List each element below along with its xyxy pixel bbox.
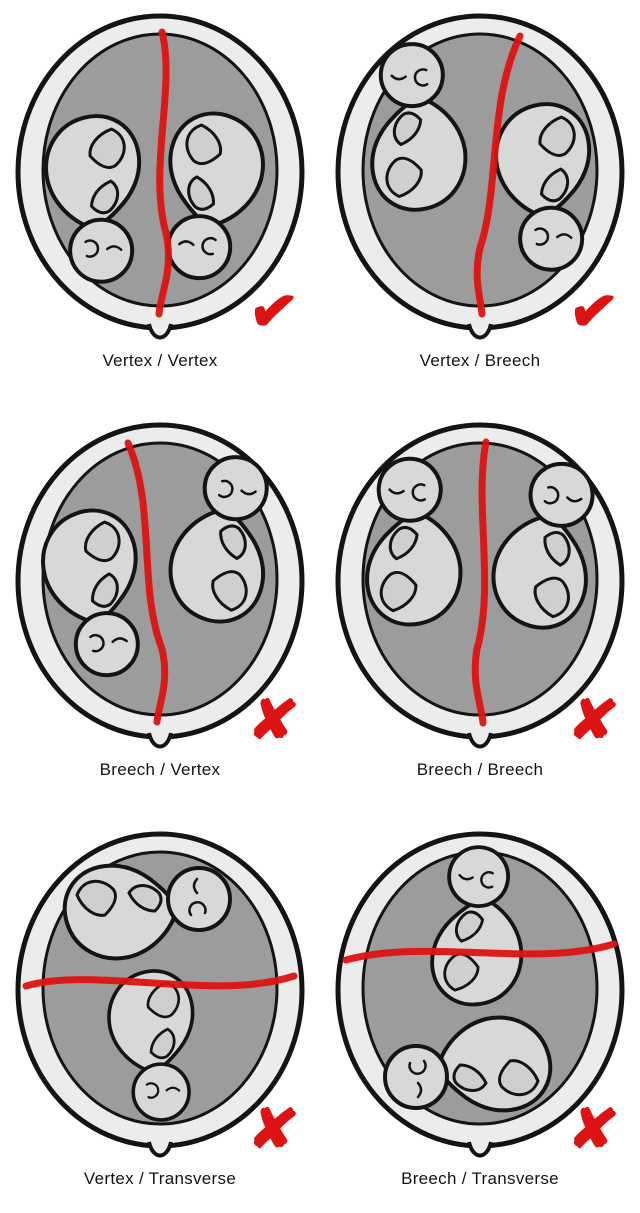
panel-label: Vertex / Transverse xyxy=(83,1169,237,1188)
uterus-illustration xyxy=(10,8,310,348)
cross-icon xyxy=(246,689,301,752)
uterus-illustration xyxy=(330,8,630,348)
cross-icon xyxy=(566,1098,621,1161)
panel-label: Vertex / Vertex xyxy=(102,351,218,370)
panel-label: Breech / Breech xyxy=(416,760,544,779)
membrane-line xyxy=(473,32,524,318)
panel-vertex-transverse: Vertex / Transverse xyxy=(0,826,320,1189)
panel-vertex-breech: Vertex / Breech xyxy=(320,8,640,371)
panel-breech-breech: Breech / Breech xyxy=(320,417,640,780)
uterus-illustration xyxy=(330,417,630,757)
panel-label: Breech / Vertex xyxy=(99,760,221,779)
panel-vertex-vertex: Vertex / Vertex xyxy=(0,8,320,371)
panel-breech-transverse: Breech / Transverse xyxy=(320,826,640,1189)
uterus-illustration xyxy=(10,417,310,757)
check-icon xyxy=(566,280,621,343)
membrane-line xyxy=(342,940,618,964)
membrane-line xyxy=(471,438,490,727)
panel-label: Vertex / Breech xyxy=(419,351,541,370)
uterus-illustration xyxy=(10,826,310,1166)
membrane-line xyxy=(22,972,298,990)
cross-icon xyxy=(566,689,621,752)
panel-label: Breech / Transverse xyxy=(401,1169,559,1188)
uterus-illustration xyxy=(330,826,630,1166)
membrane-line xyxy=(124,439,169,726)
cross-icon xyxy=(246,1098,301,1161)
panel-breech-vertex: Breech / Vertex xyxy=(0,417,320,780)
membrane-line xyxy=(155,28,172,318)
check-icon xyxy=(246,280,301,343)
